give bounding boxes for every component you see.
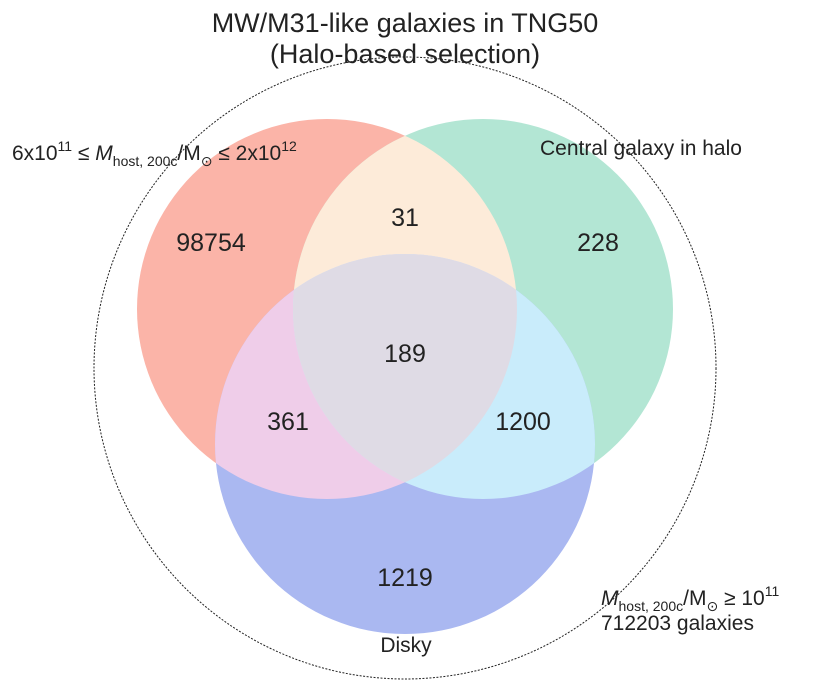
region-central-disky-count: 1200 bbox=[495, 408, 551, 436]
region-mass-disky-count: 361 bbox=[267, 408, 309, 436]
region-disky-only-count: 1219 bbox=[377, 564, 433, 592]
overlap-all-three bbox=[293, 254, 517, 499]
disky-label: Disky bbox=[380, 634, 432, 657]
central-galaxy-label: Central galaxy in halo bbox=[540, 137, 742, 160]
universe-mass-label: Mhost, 200c/M⊙ ≥ 1011 bbox=[601, 583, 779, 614]
universe-circle bbox=[93, 56, 717, 680]
region-all-three-count: 189 bbox=[384, 340, 426, 368]
universe-count-label: 712203 galaxies bbox=[601, 612, 754, 635]
region-central-only-count: 228 bbox=[577, 229, 619, 257]
title-line-2: (Halo-based selection) bbox=[270, 39, 540, 69]
region-mass-only-count: 98754 bbox=[176, 229, 246, 257]
title-line-1: MW/M31-like galaxies in TNG50 bbox=[212, 8, 599, 38]
region-mass-central-count: 31 bbox=[391, 204, 419, 232]
mass-range-label: 6x1011 ≤ Mhost, 200c/M⊙ ≤ 2x1012 bbox=[12, 138, 297, 169]
